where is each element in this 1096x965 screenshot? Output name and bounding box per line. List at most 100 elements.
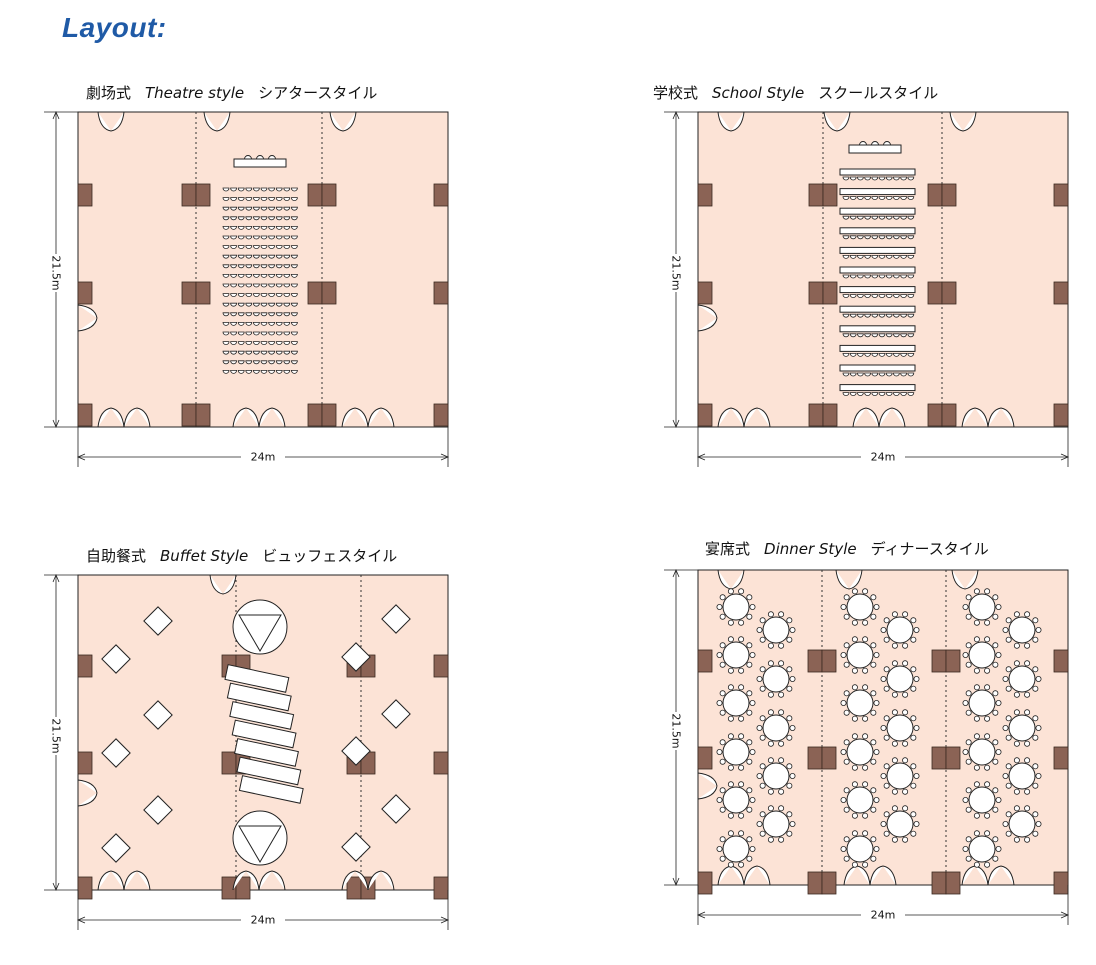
chair-icon (290, 322, 298, 326)
chair-icon (892, 176, 900, 181)
chair-icon (230, 360, 238, 365)
chair-icon (746, 594, 753, 601)
caption-en: School Style (712, 84, 805, 102)
chair-icon (973, 812, 980, 819)
chair-icon (245, 360, 253, 365)
round-table (762, 714, 790, 742)
chair-icon (719, 836, 726, 843)
chair-icon (789, 627, 796, 634)
pillar (433, 403, 449, 427)
round-table (968, 786, 996, 814)
chair-icon (719, 642, 726, 649)
chair-icon (260, 360, 268, 365)
chair-icon (738, 861, 745, 868)
door-icon (97, 407, 125, 428)
chair-icon (1024, 788, 1031, 795)
chair-icon (719, 787, 726, 794)
chair-icon (907, 274, 915, 279)
chair-icon (290, 341, 298, 345)
chair-icon (252, 254, 260, 259)
chair-icon (962, 748, 969, 755)
chair-icon (260, 235, 268, 240)
chair-icon (891, 805, 898, 812)
chair-icon (260, 245, 268, 249)
chair-icon (727, 715, 734, 722)
chair-icon (738, 733, 745, 740)
chair-icon (727, 781, 734, 788)
chair-icon (789, 724, 796, 731)
buffet-counter (229, 701, 295, 730)
dimension-label-width: 24m (871, 909, 896, 922)
chair-icon (900, 353, 908, 357)
pillar (945, 746, 961, 770)
chair-icon (862, 636, 869, 643)
chair-icon (891, 611, 898, 618)
chair-icon (870, 739, 877, 746)
pillar (181, 281, 197, 305)
chair-icon (767, 660, 774, 667)
chair-icon (230, 302, 238, 307)
door-icon (949, 111, 977, 132)
round-table (846, 738, 874, 766)
chair-icon (222, 216, 230, 221)
chair-icon (984, 619, 991, 626)
chair-icon (260, 197, 268, 201)
caption-jp: ビュッフェスタイル (262, 547, 398, 565)
chair-icon (891, 660, 898, 667)
chair-icon (984, 667, 991, 674)
chair-icon (849, 353, 857, 357)
chair-icon (237, 350, 245, 355)
chair-icon (767, 611, 774, 618)
round-table (968, 593, 996, 621)
caption-cn: 自助餐式 (86, 547, 147, 565)
caption-en: Buffet Style (160, 547, 249, 565)
chair-icon (222, 245, 230, 249)
chair-icon (252, 312, 260, 317)
round-table (886, 762, 914, 790)
chair-icon (902, 709, 909, 716)
chair-icon (252, 370, 260, 374)
caption-jp: シアタースタイル (258, 84, 378, 102)
chair-icon (245, 226, 253, 230)
chair-icon (727, 861, 734, 868)
chair-icon (268, 274, 276, 278)
chair-icon (245, 370, 253, 374)
chair-icon (268, 283, 276, 288)
pillar (433, 183, 449, 207)
chair-icon (856, 215, 864, 220)
chair-icon (237, 293, 245, 297)
chair-icon (910, 617, 917, 624)
chair-icon (864, 313, 872, 318)
chair-icon (900, 392, 908, 396)
chair-icon (230, 226, 238, 230)
chair-icon (778, 805, 785, 812)
chair-icon (245, 245, 253, 249)
chair-icon (222, 264, 230, 269)
chair-icon (913, 627, 920, 634)
chair-icon (275, 274, 283, 278)
chair-icon (840, 652, 847, 659)
chair-icon (892, 215, 900, 220)
chair-icon (1024, 757, 1031, 764)
chair-icon (870, 642, 877, 649)
chair-icon (759, 636, 766, 643)
chair-icon (843, 709, 850, 716)
chair-icon (275, 302, 283, 307)
chair-icon (878, 392, 886, 396)
chair-icon (230, 322, 238, 326)
door-icon (367, 870, 395, 891)
chair-icon (984, 733, 991, 740)
pillar (697, 871, 713, 895)
chair-icon (1013, 611, 1020, 618)
chair-icon (856, 235, 864, 240)
chair-icon (268, 293, 276, 297)
buffet-table (101, 738, 131, 768)
chair-icon (1013, 691, 1020, 698)
chair-icon (767, 709, 774, 716)
chair-icon (873, 796, 880, 803)
round-table (1008, 714, 1036, 742)
chair-icon (1005, 666, 1012, 673)
round-table (968, 835, 996, 863)
chair-icon (862, 764, 869, 771)
chair-icon (843, 787, 850, 794)
